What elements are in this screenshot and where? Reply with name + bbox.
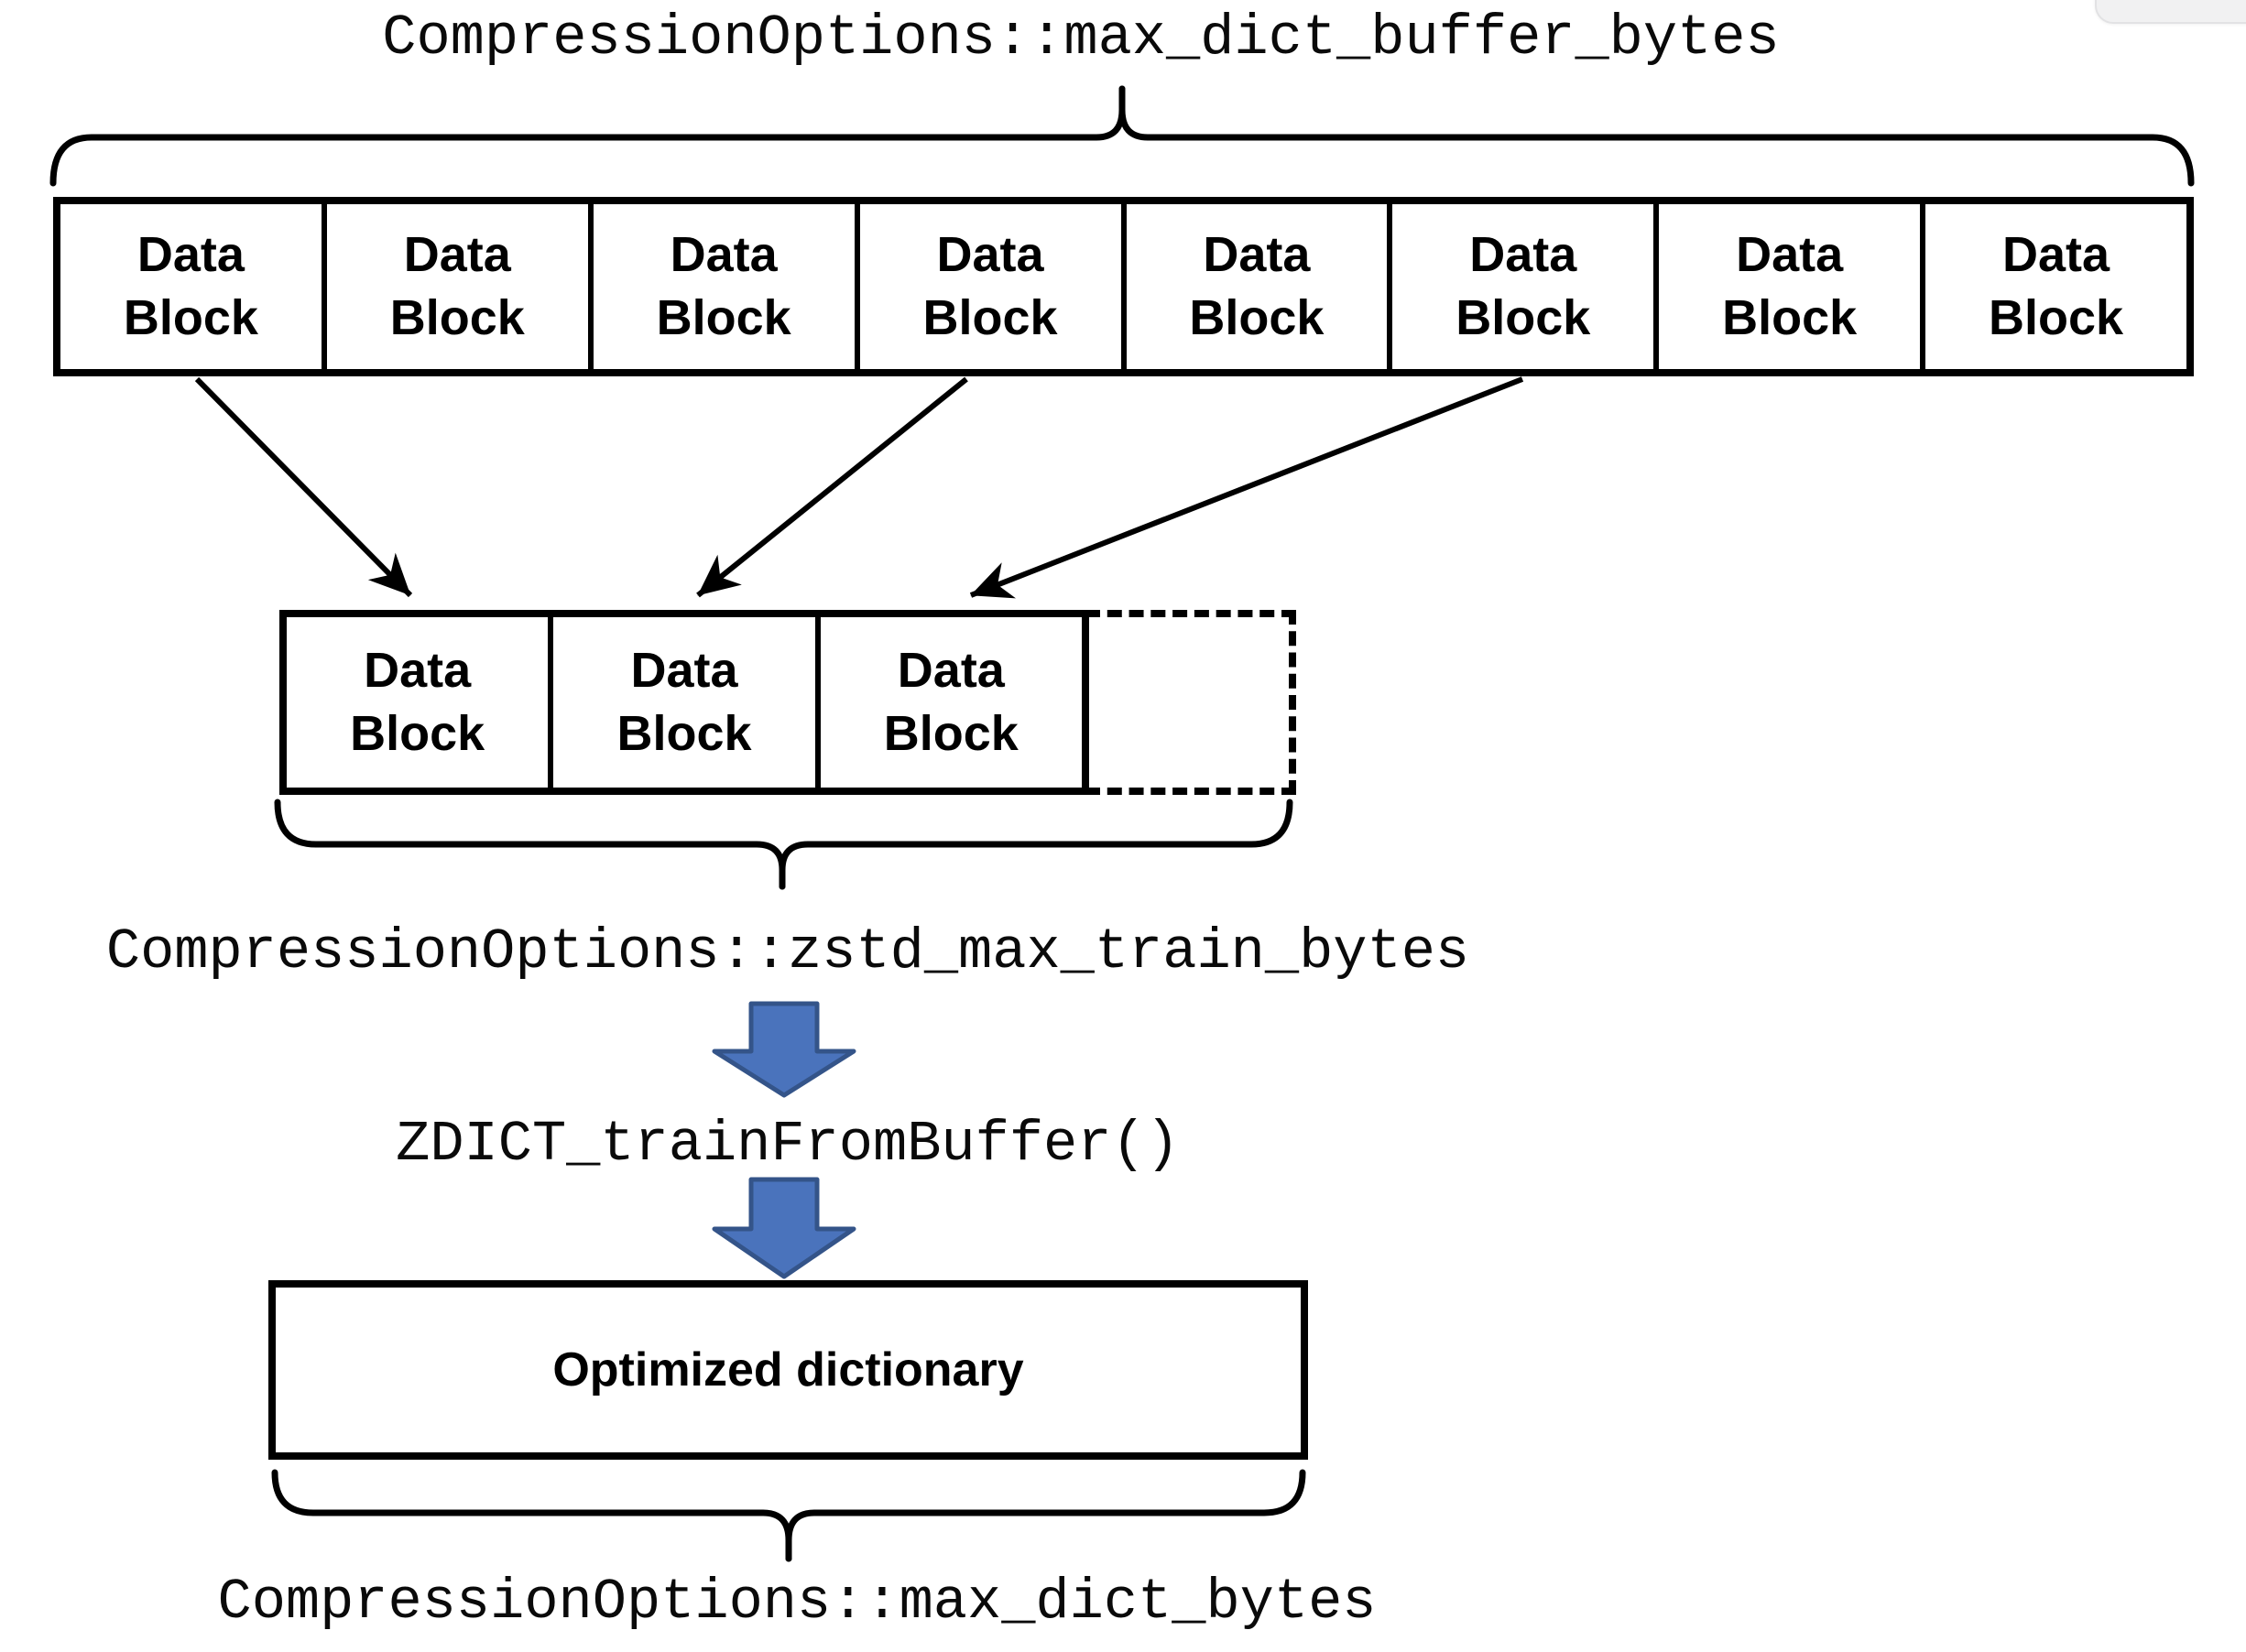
- data-block-label-line: Block: [350, 706, 485, 761]
- data-block-label-line: Block: [922, 290, 1058, 345]
- data-block-label-line: Data: [630, 642, 738, 698]
- data-block-label-line: Data: [403, 226, 511, 282]
- data-block-label-line: Block: [1989, 290, 2124, 345]
- data-block-label-line: Block: [389, 290, 525, 345]
- data-block-cell: Data Block: [854, 204, 1121, 369]
- brace-max-dict-buffer-bytes: [49, 85, 2195, 187]
- label-zdict-train-from-buffer: ZDICT_trainFromBuffer(): [396, 1112, 1180, 1177]
- label-zstd-max-train-bytes: CompressionOptions::zstd_max_train_bytes: [105, 919, 1470, 984]
- data-block-label-line: Block: [1189, 290, 1325, 345]
- data-block-cell: Data Block: [1120, 204, 1388, 369]
- data-block-label-line: Block: [656, 290, 791, 345]
- data-block-cell: Data Block: [587, 204, 855, 369]
- optimized-dictionary-box: Optimized dictionary: [268, 1280, 1308, 1460]
- data-block-label-line: Data: [936, 226, 1044, 282]
- data-block-cell: Data Block: [1653, 204, 1920, 369]
- data-block-label-line: Data: [1736, 226, 1844, 282]
- data-block-cell: Data Block: [1387, 204, 1653, 369]
- data-block-cell: Data Block: [287, 617, 548, 788]
- sampling-arrow: [696, 376, 968, 598]
- top-right-overlay: [2095, 0, 2246, 24]
- data-block-cell: Data Block: [814, 617, 1082, 788]
- data-block-label-line: Block: [123, 290, 258, 345]
- data-block-label-line: Data: [2002, 226, 2110, 282]
- brace-zstd-max-train-bytes: [274, 799, 1293, 890]
- data-block-label-line: Data: [364, 642, 472, 698]
- data-block-label-line: Data: [136, 226, 245, 282]
- label-max-dict-buffer-bytes: CompressionOptions::max_dict_buffer_byte…: [382, 5, 1780, 71]
- down-arrow-icon: [712, 1177, 856, 1279]
- data-block-label-line: Block: [1722, 290, 1858, 345]
- data-block-label-line: Block: [883, 706, 1019, 761]
- data-block-cell: Data Block: [60, 204, 322, 369]
- brace-max-dict-bytes: [271, 1469, 1306, 1562]
- label-max-dict-bytes: CompressionOptions::max_dict_bytes: [217, 1570, 1377, 1635]
- train-buffer-remainder-box: [1085, 610, 1296, 795]
- down-arrow-icon: [712, 1001, 856, 1098]
- data-block-row-train-buffer: Data Block Data Block Data Block: [279, 610, 1089, 795]
- data-block-label-line: Block: [1456, 290, 1591, 345]
- data-block-label-line: Data: [1203, 226, 1311, 282]
- sampling-arrow: [194, 376, 413, 598]
- data-block-label-line: Block: [616, 706, 752, 761]
- data-block-label-line: Data: [1469, 226, 1577, 282]
- data-block-cell: Data Block: [321, 204, 588, 369]
- data-block-row-source: Data Block Data Block Data Block Data Bl…: [53, 197, 2194, 376]
- optimized-dictionary-label: Optimized dictionary: [552, 1343, 1024, 1397]
- data-block-cell: Data Block: [1920, 204, 2186, 369]
- data-block-cell: Data Block: [548, 617, 814, 788]
- data-block-label-line: Data: [897, 642, 1005, 698]
- sampling-arrows: [194, 376, 1524, 599]
- data-block-label-line: Data: [670, 226, 778, 282]
- sampling-arrow: [969, 376, 1524, 599]
